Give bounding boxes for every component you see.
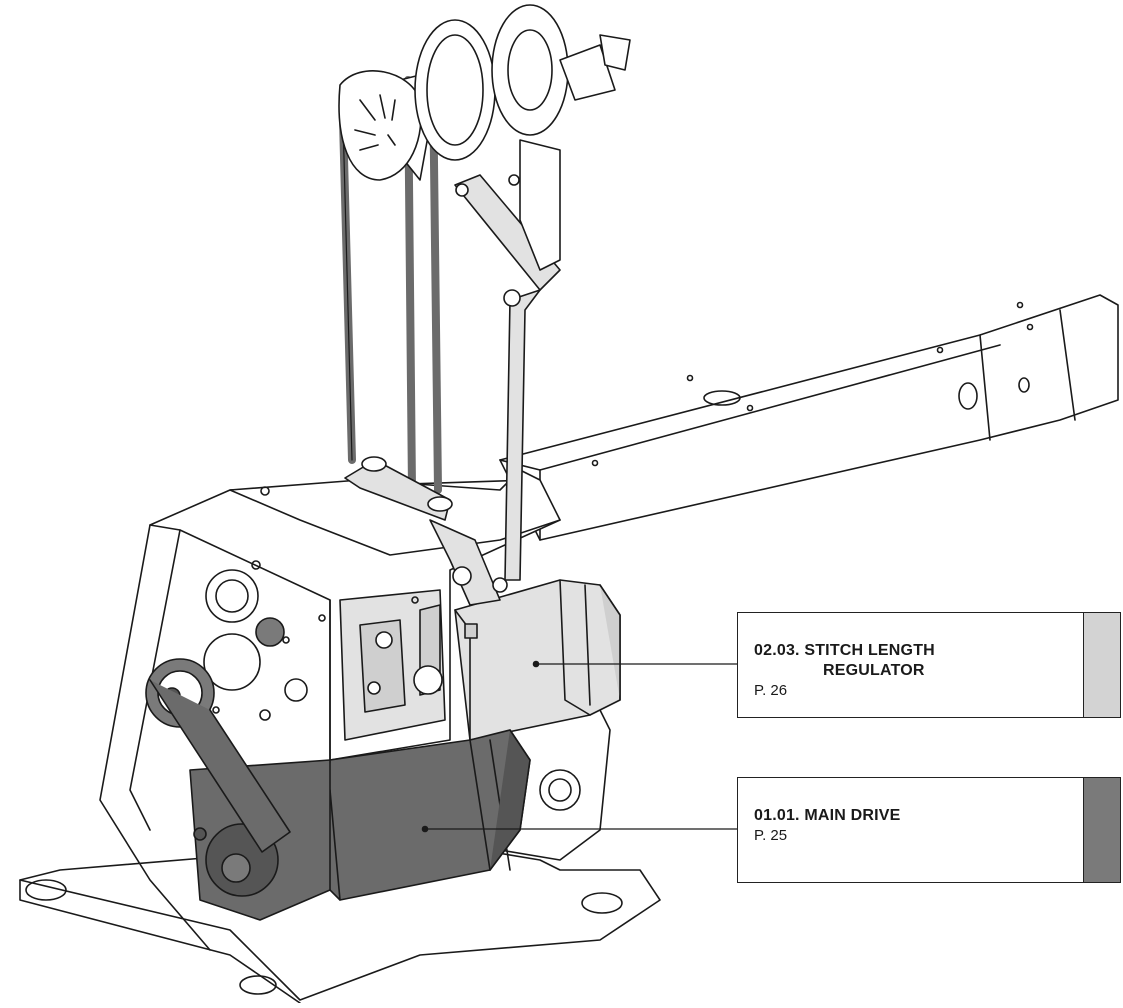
top-plate [229, 469, 561, 604]
lower-linkage [344, 456, 508, 606]
callout-title-line1: 02.03. STITCH LENGTH [754, 642, 935, 659]
callout-main-drive[interactable]: 01.01. MAIN DRIVE P. 25 [737, 777, 1121, 883]
callout-stitch-length-regulator[interactable]: 02.03. STITCH LENGTH REGULATOR P. 26 [737, 612, 1121, 718]
crank-arm [454, 174, 561, 581]
callout-code: 01.01. MAIN DRIVE [754, 806, 1083, 826]
callout-text: 01.01. MAIN DRIVE P. 25 [738, 778, 1083, 882]
stitch-regulator-motor [454, 579, 621, 741]
callout-color-swatch [1083, 613, 1120, 717]
callout-text: 02.03. STITCH LENGTH REGULATOR P. 26 [738, 613, 1083, 717]
drive-belt-pulley [145, 658, 291, 853]
top-shaft [338, 4, 631, 271]
callout-code: 02.03. STITCH LENGTH REGULATOR [754, 641, 1083, 681]
callout-page-ref: P. 25 [754, 827, 788, 844]
callout-color-swatch [1083, 778, 1120, 882]
callout-title-line1: 01.01. MAIN DRIVE [754, 807, 901, 824]
callout-title-line2: REGULATOR [823, 662, 925, 679]
main-arm [499, 294, 1119, 541]
central-mechanism [339, 589, 446, 741]
callout-page-ref: P. 26 [754, 682, 788, 699]
